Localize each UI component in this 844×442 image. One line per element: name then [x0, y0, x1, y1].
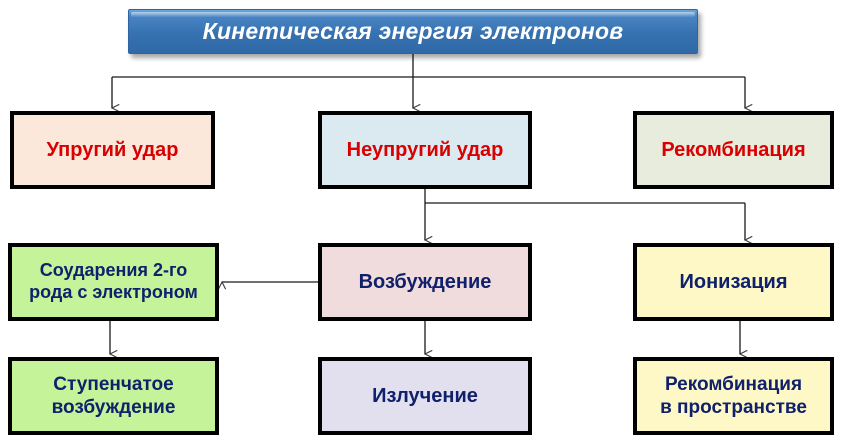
node-elastic-collision-label: Упругий удар: [46, 138, 179, 161]
node-stepwise-excitation: Ступенчатое возбуждение: [8, 357, 219, 435]
node-ionization: Ионизация: [633, 243, 834, 321]
node-inelastic-collision-label: Неупругий удар: [346, 138, 504, 161]
node-collision-second-kind-label: Соударения 2-го рода с электроном: [29, 260, 198, 302]
node-recombination-label: Рекомбинация: [661, 138, 806, 161]
diagram-title-text: Кинетическая энергия электронов: [202, 18, 624, 44]
node-inelastic-collision: Неупругий удар: [318, 111, 532, 189]
node-recombination: Рекомбинация: [633, 111, 834, 189]
node-radiation-label: Излучение: [372, 384, 478, 407]
node-excitation: Возбуждение: [318, 243, 532, 321]
node-ionization-label: Ионизация: [679, 270, 788, 293]
node-space-recombination: Рекомбинация в пространстве: [633, 357, 834, 435]
node-stepwise-excitation-label: Ступенчатое возбуждение: [51, 373, 176, 418]
node-collision-second-kind: Соударения 2-го рода с электроном: [8, 243, 219, 321]
node-radiation: Излучение: [318, 357, 532, 435]
node-excitation-label: Возбуждение: [358, 270, 492, 293]
node-elastic-collision: Упругий удар: [10, 111, 215, 189]
node-space-recombination-label: Рекомбинация в пространстве: [660, 373, 807, 418]
diagram-title-box: Кинетическая энергия электронов: [128, 9, 698, 54]
